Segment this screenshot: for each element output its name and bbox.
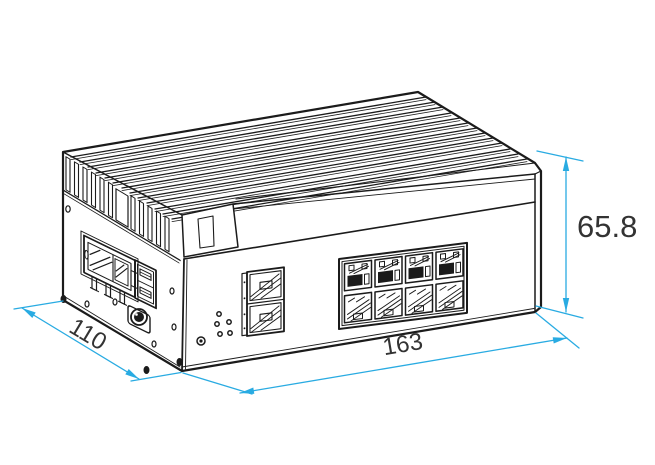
dim-height: [535, 150, 584, 319]
chassis-edges: [62, 151, 542, 372]
sfp-slot-bottom: [249, 302, 282, 334]
usb-port: [134, 258, 157, 310]
chassis-left-face: [60, 205, 183, 375]
rj45-port: [404, 251, 434, 284]
led-indicators: [196, 311, 233, 346]
sfp-cage: [241, 266, 285, 337]
rj45-port: [404, 283, 434, 316]
power-terminal-block: [80, 230, 139, 306]
rj45-port: [374, 255, 403, 288]
dim-depth-label: 110: [65, 313, 112, 356]
rj45-port: [343, 291, 373, 324]
dim-depth: [13, 300, 182, 382]
reset-button: [196, 336, 206, 346]
rj45-port-block: [338, 241, 468, 331]
chassis-front-face: [196, 241, 468, 346]
terminal-pins: [89, 275, 128, 306]
rj45-port: [374, 287, 403, 320]
ground-connector: [127, 305, 151, 334]
dim-length-label: 163: [381, 328, 425, 361]
dim-length: [182, 312, 580, 395]
rj45-port: [343, 259, 373, 292]
rj45-port: [435, 280, 464, 313]
sfp-slot-top: [249, 270, 282, 302]
switch-body: [60, 90, 543, 375]
heatsink-top-fins: [70, 96, 528, 222]
rj45-port: [435, 248, 464, 281]
screw-holes: [60, 205, 183, 375]
heatsink-left-fins: [62, 156, 181, 264]
dimension-annotations: [13, 150, 584, 395]
dim-height-label: 65.8: [577, 209, 637, 244]
